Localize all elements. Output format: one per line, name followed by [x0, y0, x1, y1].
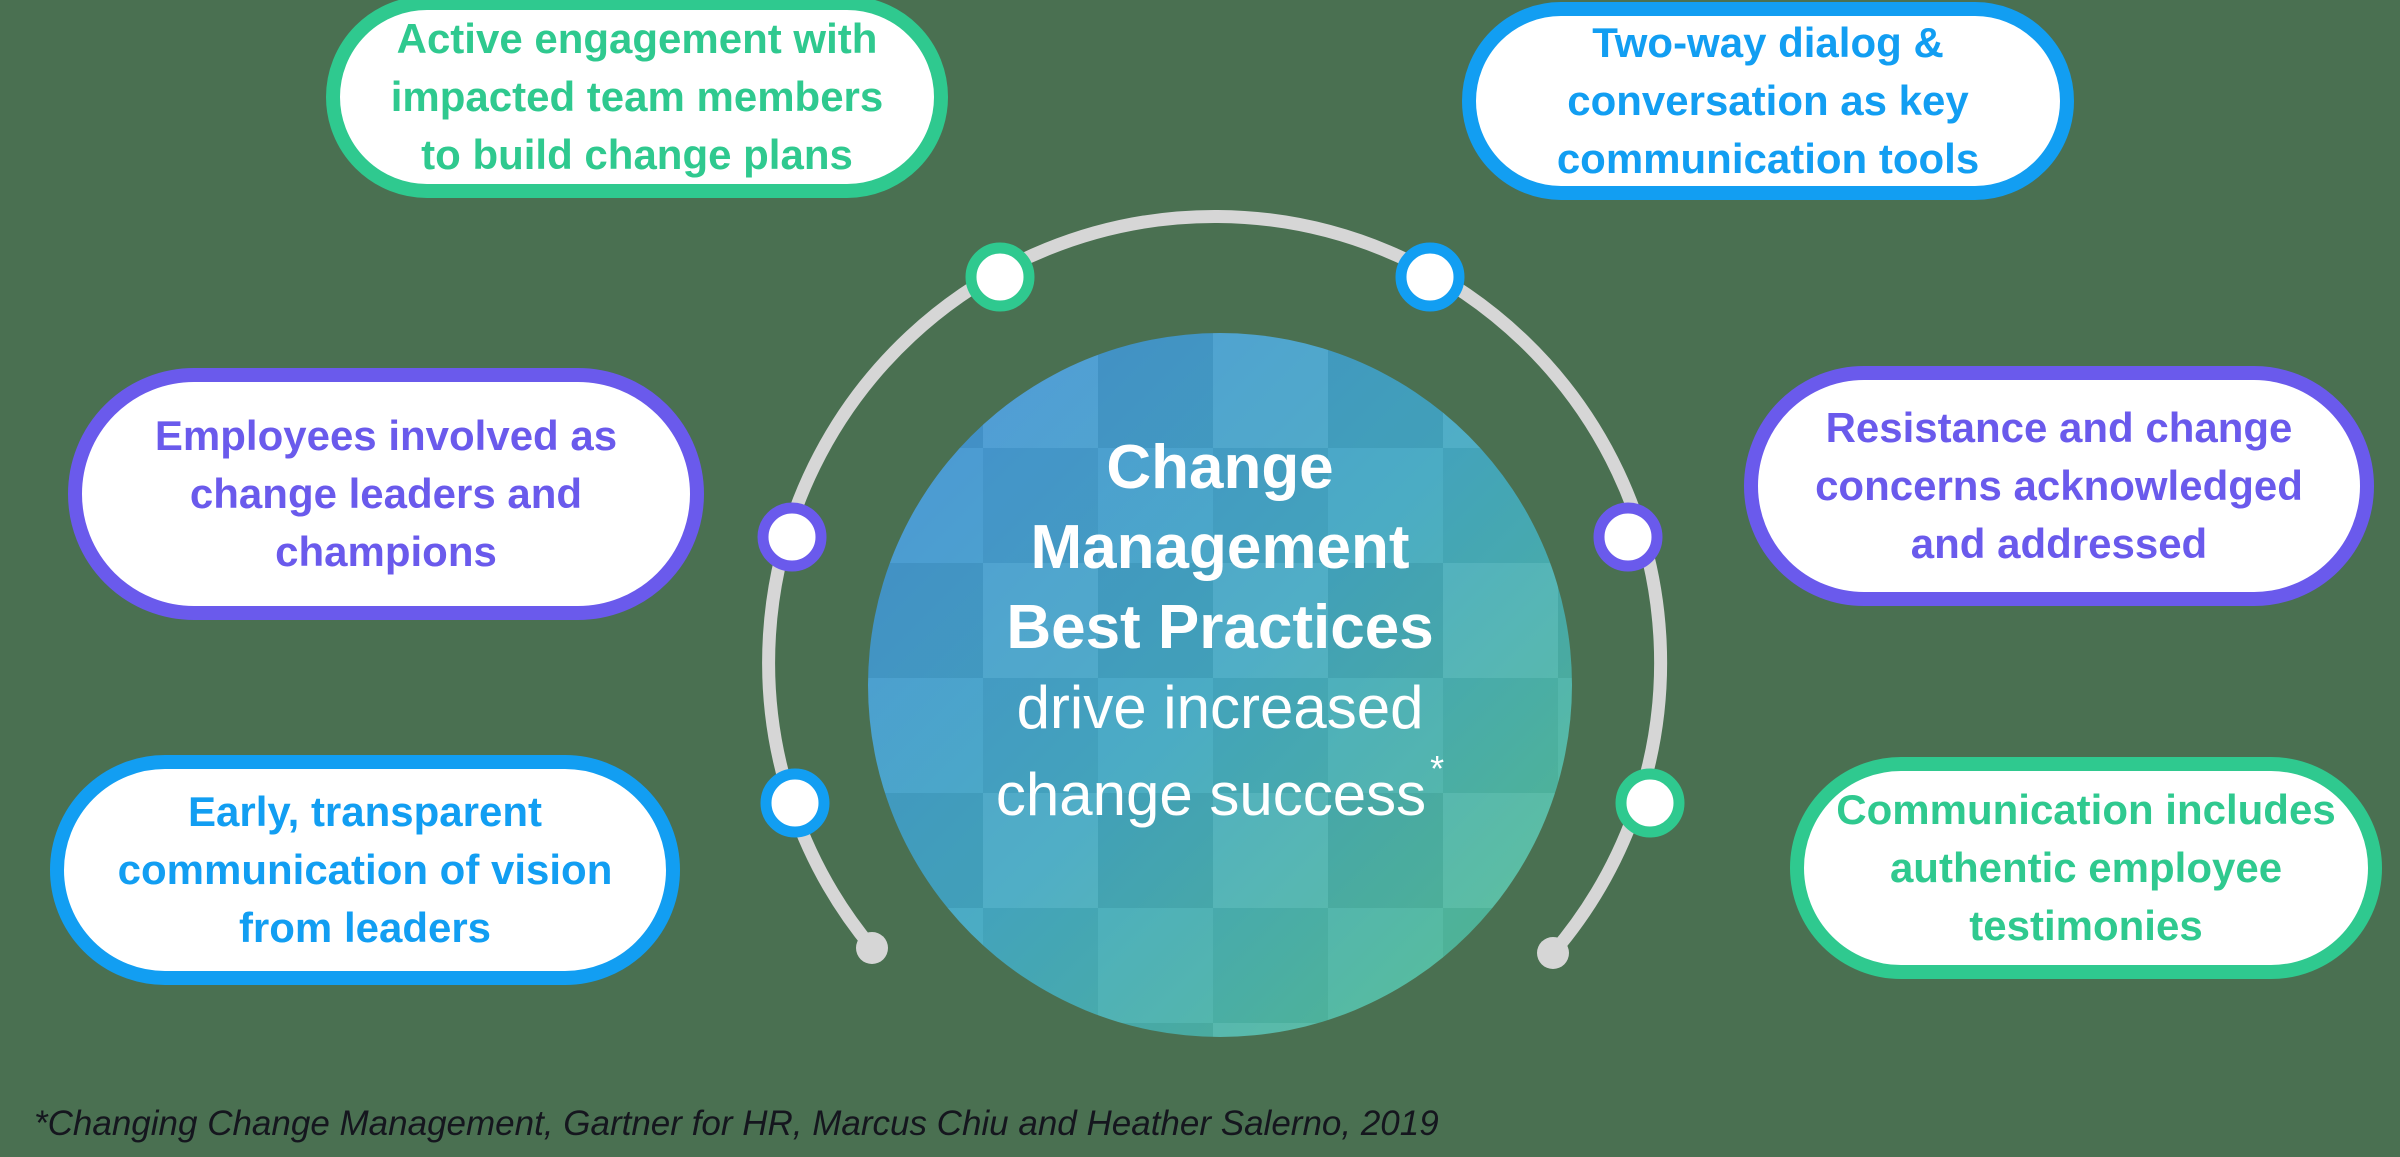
node-purple-right-icon [1593, 502, 1663, 572]
node-blue-top-right-icon [1395, 242, 1465, 312]
node-green-top-left-icon [965, 242, 1035, 312]
node-blue-lower-left-icon [760, 768, 830, 838]
pill-employees-involved: Employees involved as change leaders and… [68, 368, 704, 620]
pill-authentic-testimonies: Communication includes authentic employe… [1790, 757, 2382, 979]
footnote-source-citation: *Changing Change Management, Gartner for… [34, 1104, 1439, 1143]
pill-two-way-dialog: Two-way dialog & conversation as key com… [1462, 2, 2074, 200]
pill-active-engagement: Active engagement with impacted team mem… [326, 0, 948, 198]
pill-early-communication: Early, transparent communication of visi… [50, 755, 680, 985]
pill-authentic-testimonies-label: Communication includes authentic employe… [1836, 786, 2336, 949]
arc-path [762, 209, 1668, 958]
node-purple-left-icon [757, 502, 827, 572]
pill-resistance-concerns: Resistance and change concerns acknowled… [1744, 366, 2374, 606]
pill-two-way-dialog-label: Two-way dialog & conversation as key com… [1556, 19, 1980, 182]
pill-early-communication-label: Early, transparent communication of visi… [117, 788, 613, 951]
arc-end-dot-right [1537, 937, 1569, 969]
footnote-marker-superscript: * [1430, 748, 1445, 789]
pill-employees-involved-label: Employees involved as change leaders and… [154, 412, 618, 575]
pill-resistance-concerns-label: Resistance and change concerns acknowled… [1815, 404, 2303, 567]
center-title: Change Management Best Practices [1006, 433, 1434, 662]
pill-active-engagement-label: Active engagement with impacted team mem… [390, 15, 884, 178]
node-green-lower-right-icon [1615, 768, 1685, 838]
arc-end-dot-left [856, 932, 888, 964]
center-subtitle: drive increased change success [995, 674, 1427, 828]
